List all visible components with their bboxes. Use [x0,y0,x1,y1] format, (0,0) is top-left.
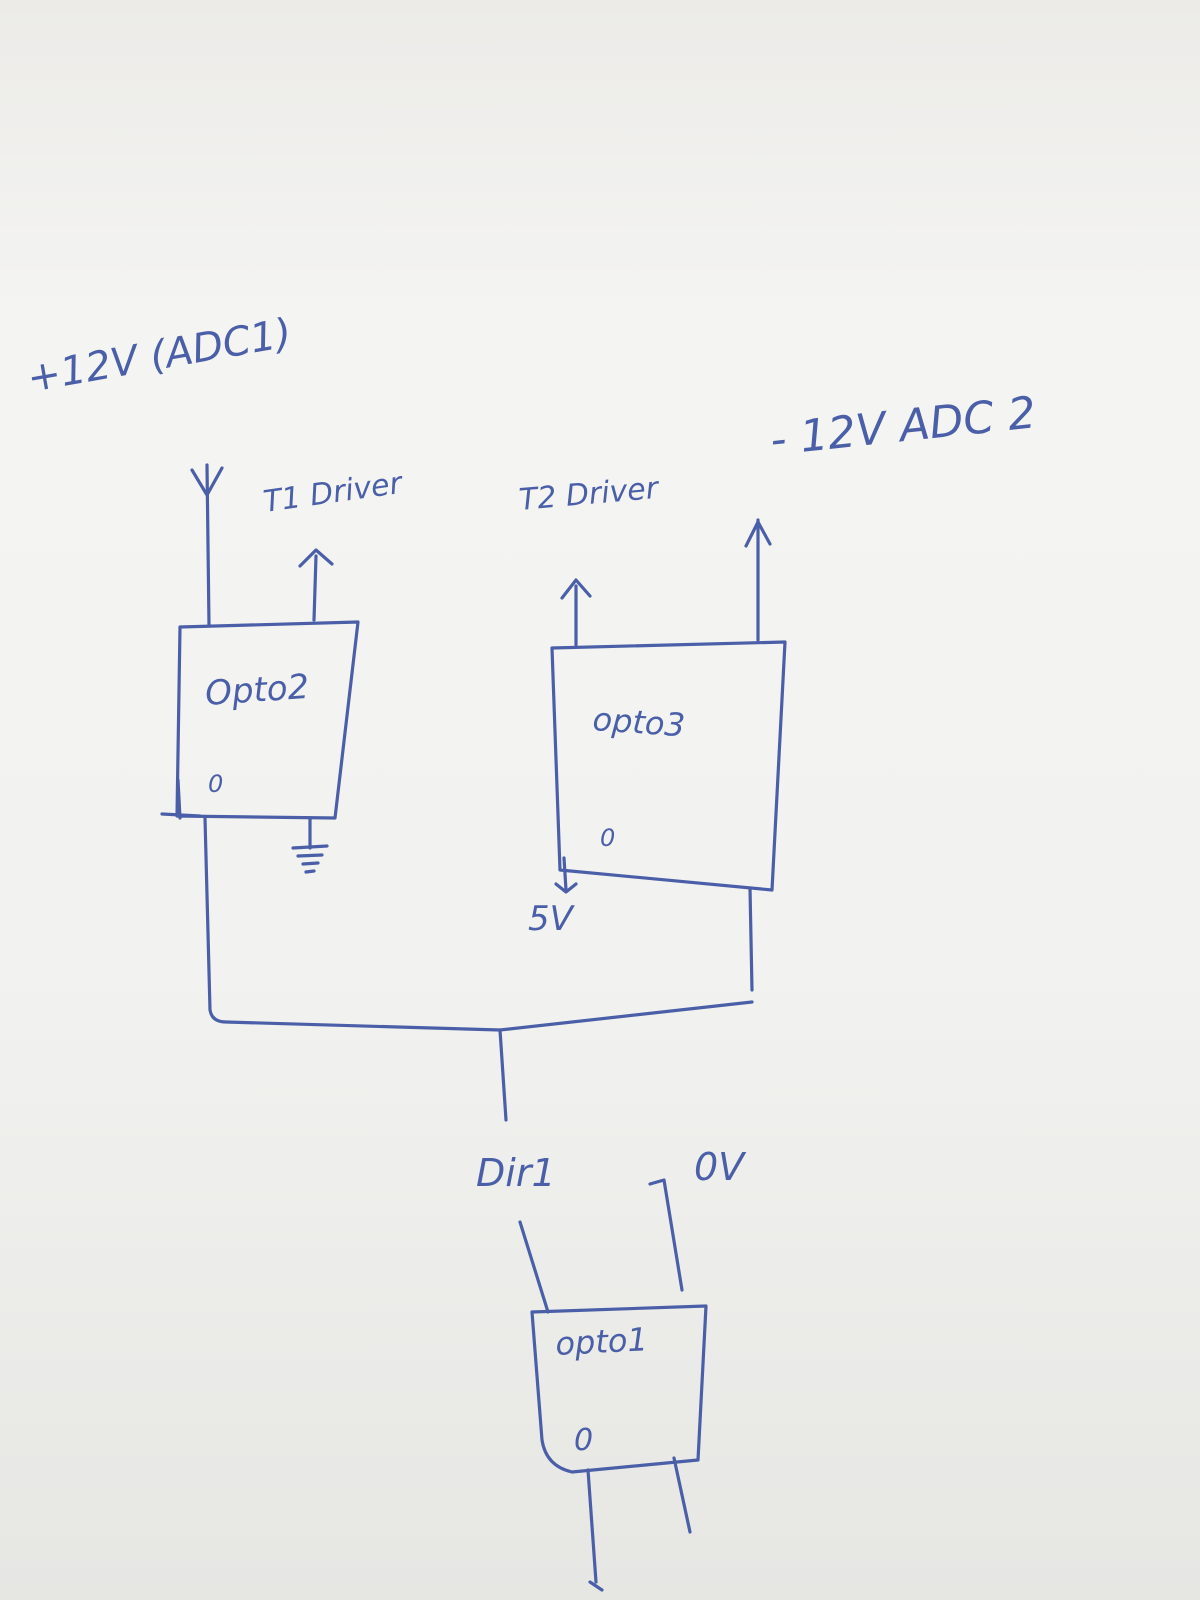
label-dir1: Dir1 [476,1151,556,1195]
label-t1-driver: T1 Driver [261,466,405,520]
wire-5v [554,856,578,894]
opto1-box [530,1304,708,1474]
wire-t1-driver-out [298,548,334,622]
label-t2-driver: T2 Driver [518,471,661,518]
opto2-label: Opto2 [204,667,311,714]
label-plus-12v-adc1: +12V (ADC1) [24,310,295,402]
ground-icon [291,816,329,874]
label-5v: 5V [528,899,576,939]
wire-bus [203,816,754,1122]
wire-minus-12v-out [744,518,772,642]
label-minus-12v-adc2: - 12V ADC 2 [768,387,1038,466]
wire-t2-driver-out [560,578,592,647]
opto1-label: opto1 [554,1320,648,1363]
wire-opto1-bottom [586,1456,692,1592]
opto1-pin-0: 0 [574,1423,593,1458]
wire-plus-12v-in [190,463,224,627]
wire-dir1-to-opto1 [518,1220,550,1314]
label-0v: 0V [694,1145,747,1189]
opto3-box [550,640,787,892]
opto3-label: opto3 [591,700,686,744]
wire-0v-to-opto1 [648,1178,684,1292]
opto3-pin-0: 0 [600,824,615,852]
opto2-left-stub [160,778,202,820]
opto2-pin-0: 0 [208,770,223,798]
opto2-box [175,620,360,820]
